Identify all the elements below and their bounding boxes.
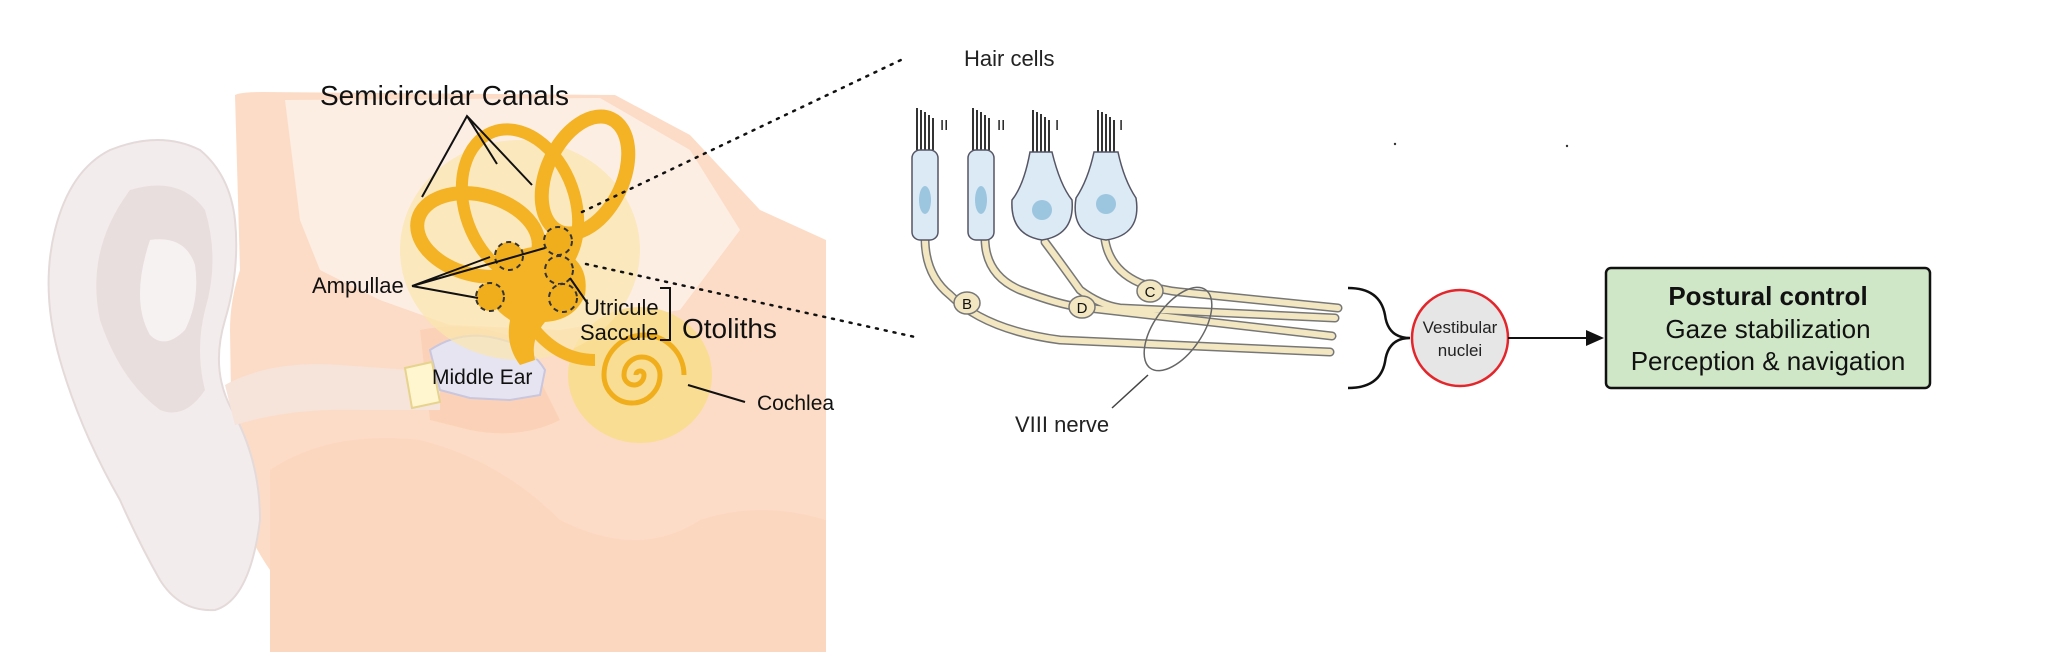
bouton-b (953, 291, 981, 315)
label-otoliths: Otoliths (682, 313, 777, 344)
stray-dot-1 (1393, 142, 1397, 146)
ampulla-marker-3 (475, 282, 505, 312)
bouton-d (1068, 295, 1096, 319)
stray-dot-2 (1565, 144, 1569, 148)
cell-type-label-1: II (940, 117, 948, 134)
ear-anatomy-illustration: Semicircular Canals Ampullae Utricule Sa… (47, 80, 834, 652)
ampullae-leader (411, 247, 546, 299)
nuclei-label-line1: Vestibular (1423, 318, 1498, 337)
output-postural-control: Postural control (1668, 281, 1867, 311)
label-cochlea: Cochlea (757, 392, 834, 415)
nerve-bundle-ring (1143, 286, 1213, 372)
output-box (1604, 266, 1932, 390)
cochlear-duct (530, 326, 596, 366)
afferent-label-c: C (1145, 284, 1156, 301)
eardrum (403, 360, 442, 410)
input-brace (1347, 286, 1411, 390)
cochlea-spiral (601, 332, 687, 406)
vestibular-nuclei (1410, 288, 1510, 388)
bouton-c (1136, 279, 1164, 303)
hair-cells-title: Hair cells (964, 46, 1054, 71)
cell-type-label-3: I (1055, 117, 1059, 134)
afferent-label-b: B (962, 296, 972, 313)
output-perception-navigation: Perception & navigation (1631, 346, 1906, 376)
hair-cell-type-i-2: I (1074, 110, 1138, 241)
utricule-leader (569, 277, 589, 305)
leader-lines (411, 114, 746, 403)
cochlea-outer (568, 307, 712, 443)
cochlea-structure (568, 307, 712, 443)
nerve-leader (1111, 374, 1149, 409)
output-gaze-stabilization: Gaze stabilization (1665, 314, 1870, 344)
saccule-marker (548, 283, 578, 313)
utricule-marker (544, 255, 574, 285)
cell-type-label-2: II (997, 117, 1005, 134)
zoom-line-top (580, 56, 907, 214)
afferent-label-d: D (1077, 300, 1088, 317)
ear-canal (225, 364, 440, 425)
hair-cell-type-i-1: I (1011, 110, 1073, 241)
lower-skin-bottom (270, 438, 826, 652)
label-saccule: Saccule (580, 320, 658, 345)
canals-leader (421, 114, 533, 198)
afferent-boutons: B D C (953, 279, 1164, 319)
label-semicircular-canals: Semicircular Canals (320, 80, 569, 111)
afferent-fibers (920, 233, 1343, 357)
label-middle-ear: Middle Ear (432, 366, 532, 389)
ampulla-marker-1 (494, 241, 524, 271)
fiber-d (1042, 239, 1338, 321)
otoliths-bracket (660, 287, 671, 341)
label-utricule: Utricule (584, 295, 659, 320)
sensory-organ-markers (475, 226, 578, 313)
label-ampullae: Ampullae (312, 273, 404, 298)
label-viii-nerve: VIII nerve (1015, 412, 1109, 437)
output-arrow-head (1586, 330, 1604, 346)
cochlea-leader (687, 384, 746, 403)
zoom-lines (580, 56, 917, 339)
nuclei-label-line2: nuclei (1438, 341, 1482, 360)
cell-type-label-4: I (1119, 117, 1123, 134)
ampulla-marker-2 (543, 226, 573, 256)
hair-cells-illustration: Hair cells B D C (911, 46, 1343, 437)
auricle-concha (140, 239, 197, 342)
hair-cell-type-ii-1: II (911, 108, 948, 241)
zoom-line-bottom (584, 262, 917, 339)
vestibular-pathway: Vestibular nuclei Postural control Gaze … (1347, 266, 1932, 390)
hair-cell-type-ii-2: II (967, 108, 1005, 241)
